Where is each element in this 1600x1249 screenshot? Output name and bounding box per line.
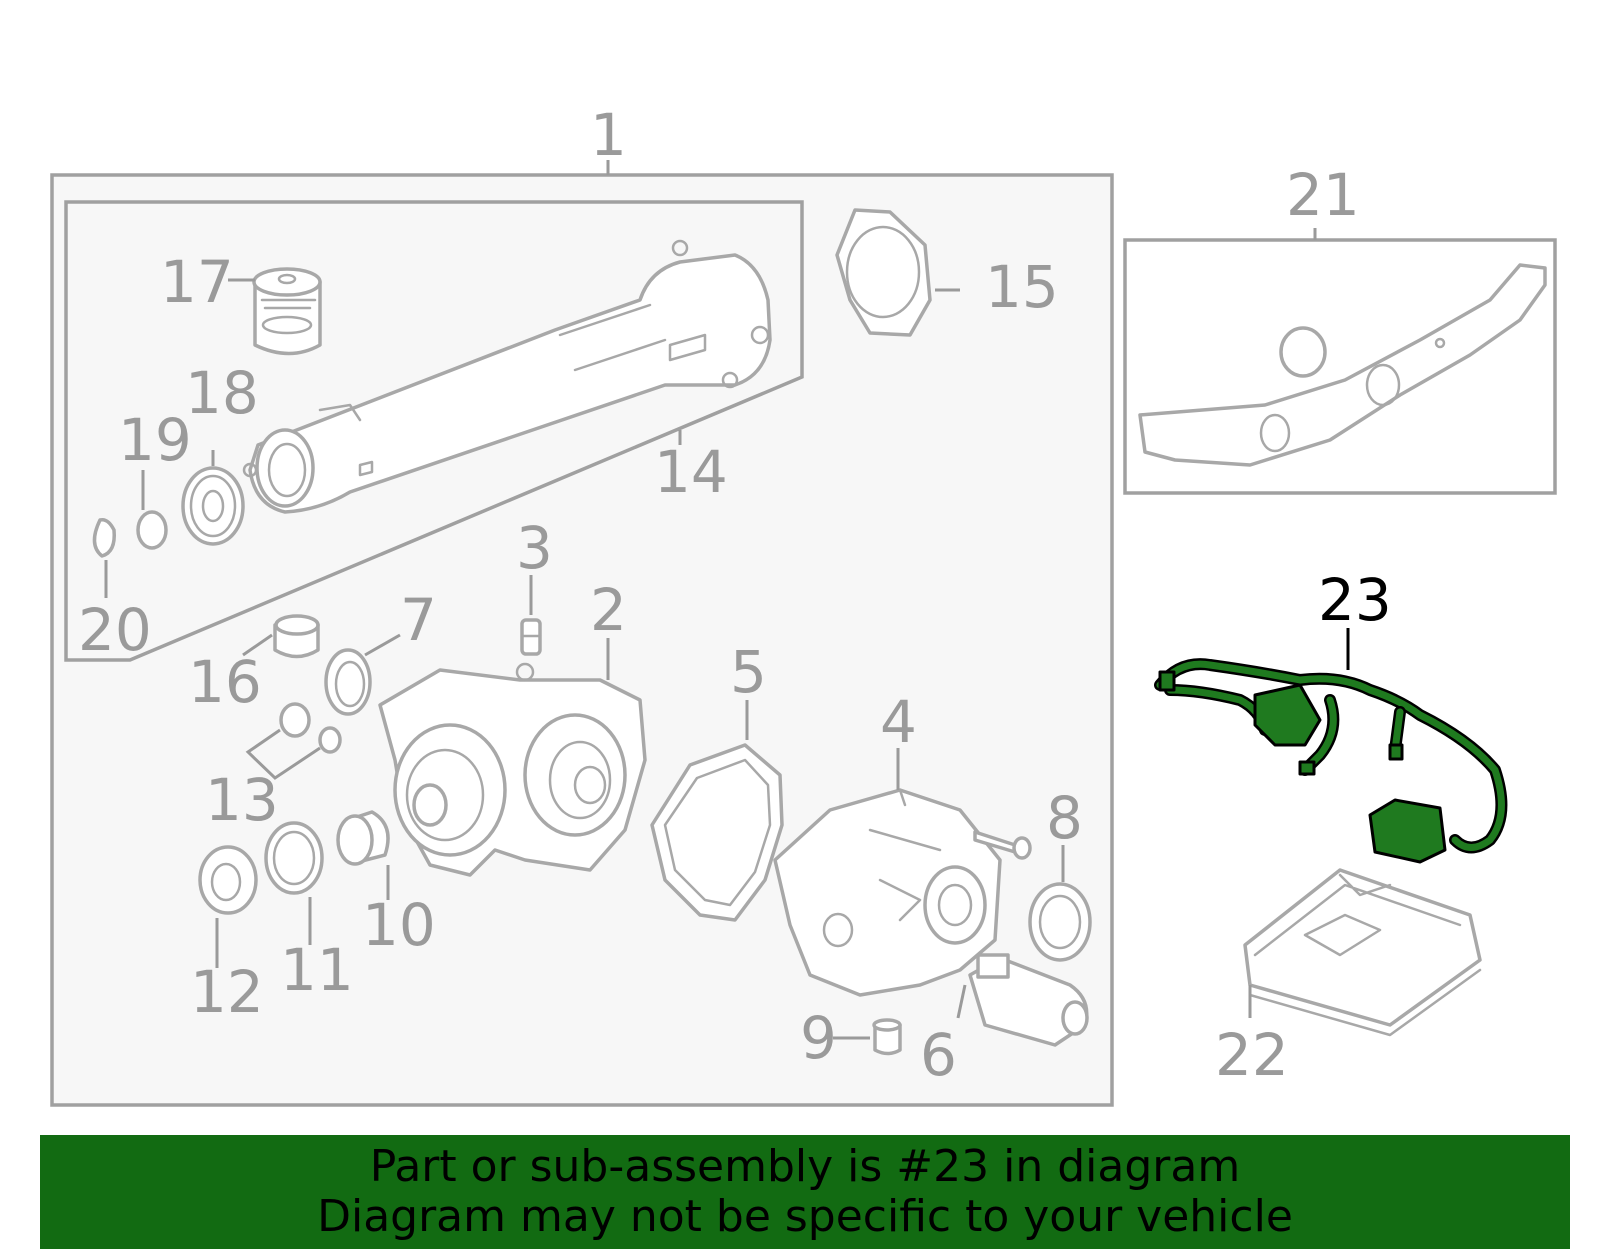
callout-18: 18 xyxy=(185,359,259,427)
seal-18 xyxy=(181,466,245,546)
gasket-15 xyxy=(835,208,932,337)
callout-20: 20 xyxy=(78,596,152,664)
info-banner: Part or sub-assembly is #23 in diagram D… xyxy=(40,1135,1570,1249)
bearing-10 xyxy=(336,810,390,866)
sensor-3 xyxy=(520,618,542,656)
gearbox-4 xyxy=(773,788,1002,997)
callout-1: 1 xyxy=(590,101,627,169)
callout-15: 15 xyxy=(985,253,1059,321)
callout-10: 10 xyxy=(362,891,436,959)
callout-14: 14 xyxy=(654,438,728,506)
subassembly-frame-14 xyxy=(64,200,804,662)
crossmember-21 xyxy=(1138,263,1547,467)
callout-13: 13 xyxy=(205,766,279,834)
leader-lines xyxy=(104,278,1350,1040)
plug-9 xyxy=(872,1018,902,1056)
snap-ring-20 xyxy=(92,517,116,558)
callout-16: 16 xyxy=(188,648,262,716)
callout-22: 22 xyxy=(1215,1021,1289,1089)
callout-3: 3 xyxy=(516,514,553,582)
differential-housing-2 xyxy=(378,662,647,877)
callout-2: 2 xyxy=(590,576,627,644)
callout-11: 11 xyxy=(280,936,354,1004)
callout-9: 9 xyxy=(800,1004,837,1072)
callout-8: 8 xyxy=(1046,784,1083,852)
seal-11 xyxy=(264,821,324,895)
ring-19 xyxy=(136,510,168,550)
plug-17 xyxy=(252,267,322,356)
nut-12 xyxy=(198,845,258,915)
actuator-6 xyxy=(968,953,1089,1047)
callout-7: 7 xyxy=(400,586,437,654)
callout-19: 19 xyxy=(118,406,192,474)
callout-17: 17 xyxy=(160,248,234,316)
gasket-5 xyxy=(650,743,784,922)
callout-6: 6 xyxy=(920,1021,957,1089)
control-module-22 xyxy=(1243,868,1482,1037)
banner-line-2: Diagram may not be specific to your vehi… xyxy=(317,1191,1293,1242)
callout-12: 12 xyxy=(190,958,264,1026)
callout-23: 23 xyxy=(1318,566,1392,634)
bolt xyxy=(973,830,1032,860)
seal-8 xyxy=(1028,882,1092,962)
axle-housing xyxy=(242,239,772,514)
seal-7 xyxy=(324,648,372,716)
callout-4: 4 xyxy=(880,688,917,756)
banner-line-1: Part or sub-assembly is #23 in diagram xyxy=(369,1141,1241,1192)
callout-21: 21 xyxy=(1286,161,1360,229)
plug-13 xyxy=(245,702,342,780)
wiring-harness-23 xyxy=(1154,658,1508,864)
bushing-16 xyxy=(273,614,320,659)
callout-5: 5 xyxy=(730,638,767,706)
